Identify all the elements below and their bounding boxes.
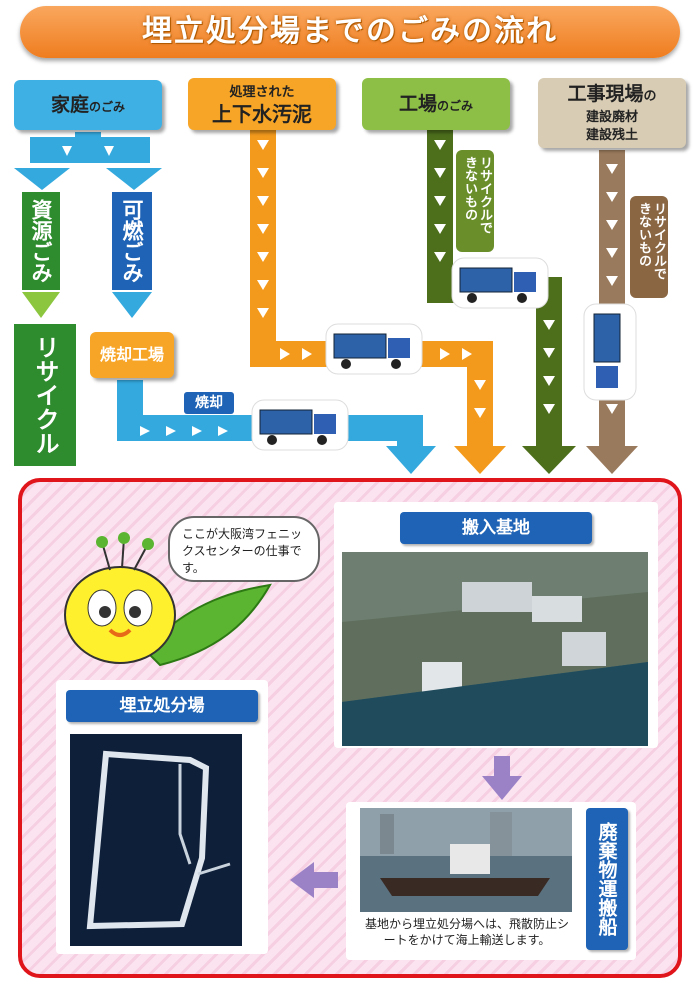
truck-icon <box>583 303 637 401</box>
source-sewage-line2: 上下水汚泥 <box>212 102 312 126</box>
base-label: 搬入基地 <box>400 512 592 544</box>
resource-to-recycle-arrow <box>22 292 60 318</box>
recycle-box: リサイクル <box>14 324 76 466</box>
construction-arrowhead <box>586 446 638 474</box>
flow-diagram <box>14 125 638 474</box>
incinerator-box: 焼却工場 <box>90 332 174 378</box>
mascot-speech-bubble: ここが大阪湾フェニックスセンターの仕事です。 <box>168 516 320 582</box>
base-photo <box>342 552 648 746</box>
source-construction-line3: 建設残土 <box>585 128 638 143</box>
source-factory: 工場のごみ <box>362 78 510 130</box>
factory-non-recyclable-label: リサイクルできないもの <box>456 150 494 252</box>
ship-photo <box>360 808 572 912</box>
page-title: 埋立処分場までのごみの流れ <box>20 6 680 58</box>
mascot-illustration <box>64 532 272 667</box>
source-construction-main: 工事現場 <box>567 83 644 105</box>
household-right-arrowhead <box>106 168 162 190</box>
burnable-garbage-label: 可燃ごみ <box>112 192 152 290</box>
source-construction: 工事現場の 建設廃材 建設残土 <box>538 78 686 148</box>
arrow-left-icon <box>290 862 338 898</box>
source-sewage: 処理された 上下水汚泥 <box>188 78 336 130</box>
sewage-arrowhead <box>454 446 506 474</box>
source-factory-sub: のごみ <box>437 99 474 113</box>
household-left-arrowhead <box>14 168 70 190</box>
source-construction-sub: の <box>643 89 657 104</box>
burnable-to-incinerator-arrow <box>112 292 152 318</box>
arrow-down-icon <box>482 756 522 800</box>
household-branch <box>30 132 150 163</box>
source-household: 家庭のごみ <box>14 80 162 130</box>
incineration-arrowhead <box>386 446 436 474</box>
truck-icon <box>325 323 423 375</box>
source-household-sub: のごみ <box>89 100 126 114</box>
ship-label: 廃棄物運搬船 <box>586 808 628 950</box>
source-construction-line2: 建設廃材 <box>585 110 638 125</box>
truck-icon <box>251 399 349 451</box>
construction-non-recyclable-label: リサイクルできないもの <box>630 196 668 298</box>
factory-arrowhead <box>522 446 576 474</box>
landfill-label: 埋立処分場 <box>66 690 258 722</box>
landfill-photo <box>70 734 242 946</box>
ship-caption: 基地から埋立処分場へは、飛散防止シートをかけて海上輸送します。 <box>364 917 569 947</box>
source-household-main: 家庭 <box>50 94 89 116</box>
flow-markers <box>62 140 618 436</box>
incineration-label: 焼却 <box>184 392 234 414</box>
source-factory-main: 工場 <box>398 93 437 115</box>
source-sewage-line1: 処理された <box>229 85 295 100</box>
resource-garbage-label: 資源ごみ <box>22 192 60 290</box>
truck-icon <box>451 257 549 309</box>
